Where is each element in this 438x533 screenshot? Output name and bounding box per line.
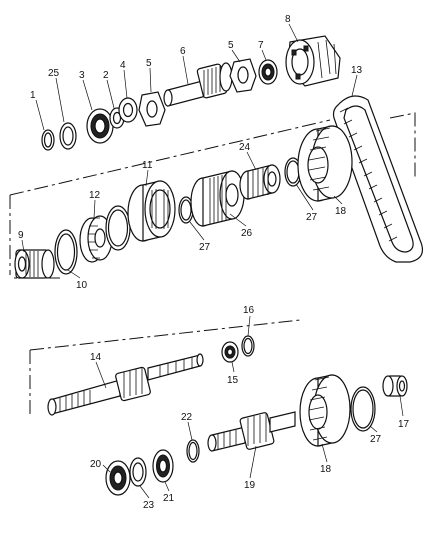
callout-8: 8 [285,14,291,25]
part-1-snap-ring [41,129,55,151]
callout-9: 9 [18,230,24,241]
part-17-bearing [382,375,408,397]
callout-4: 4 [120,60,126,71]
part-6-sun-gear [163,62,233,107]
part-23-washer [129,457,147,487]
callout-10: 10 [76,280,88,291]
callout-27-middle: 27 [199,242,211,253]
part-24-needle-bearing [239,164,281,200]
callout-15: 15 [227,375,239,386]
part-ring-sync [105,205,131,251]
callout-12: 12 [89,190,101,201]
part-8-planetary-carrier [285,35,341,87]
part-14-mainshaft [47,353,204,416]
part-13-drive-chain [332,95,423,263]
callout-21: 21 [163,493,175,504]
callout-23: 23 [143,500,155,511]
part-16-snap-ring [241,335,255,357]
part-21-bearing [152,449,174,483]
callouts: 1 25 3 2 4 5 6 5 7 8 13 9 10 11 12 27 26… [18,14,410,511]
callout-14: 14 [90,352,102,363]
callout-1: 1 [30,90,36,101]
part-9-gear-sleeve [14,249,55,279]
callout-25: 25 [48,68,60,79]
callout-3: 3 [79,70,85,81]
callout-11: 11 [142,160,153,171]
part-19-output-shaft [207,411,296,452]
part-18-sprocket-upper [297,125,353,202]
callout-6: 6 [180,46,186,57]
callout-20: 20 [90,459,102,470]
callout-22: 22 [181,412,193,423]
callout-17: 17 [398,419,410,430]
part-25-ring [59,122,77,150]
callout-24: 24 [239,142,251,153]
part-27-ring-lower [350,386,376,432]
part-10-ring [54,229,78,275]
callout-18-lower: 18 [320,464,332,475]
part-5-plate-right [229,58,257,93]
callout-13: 13 [351,65,363,76]
callout-7: 7 [258,40,264,51]
part-18-sprocket-lower [299,374,351,447]
callout-2: 2 [103,70,109,81]
part-27-ring-upper [284,157,302,187]
callout-5-right: 5 [228,40,234,51]
leader-lines [21,23,404,499]
callout-26: 26 [241,228,253,239]
part-22-snap-ring [186,439,200,463]
part-27-ring-middle [178,196,194,224]
callout-27-upper: 27 [306,212,318,223]
part-26-gear-assembly [190,170,245,227]
callout-5-left: 5 [146,58,152,69]
part-11-synchronizer [127,180,176,242]
part-4-thrust-washer [118,97,138,123]
part-3-bearing [86,108,114,144]
part-15-pilot-bearing [221,341,239,363]
callout-18-upper: 18 [335,206,347,217]
callout-19: 19 [244,480,256,491]
callout-16: 16 [243,305,255,316]
part-2-washer [109,107,125,129]
part-5-plate-left [138,91,166,127]
part-20-seal [105,460,131,496]
callout-27-lower: 27 [370,434,382,445]
part-7-bearing [258,59,278,85]
